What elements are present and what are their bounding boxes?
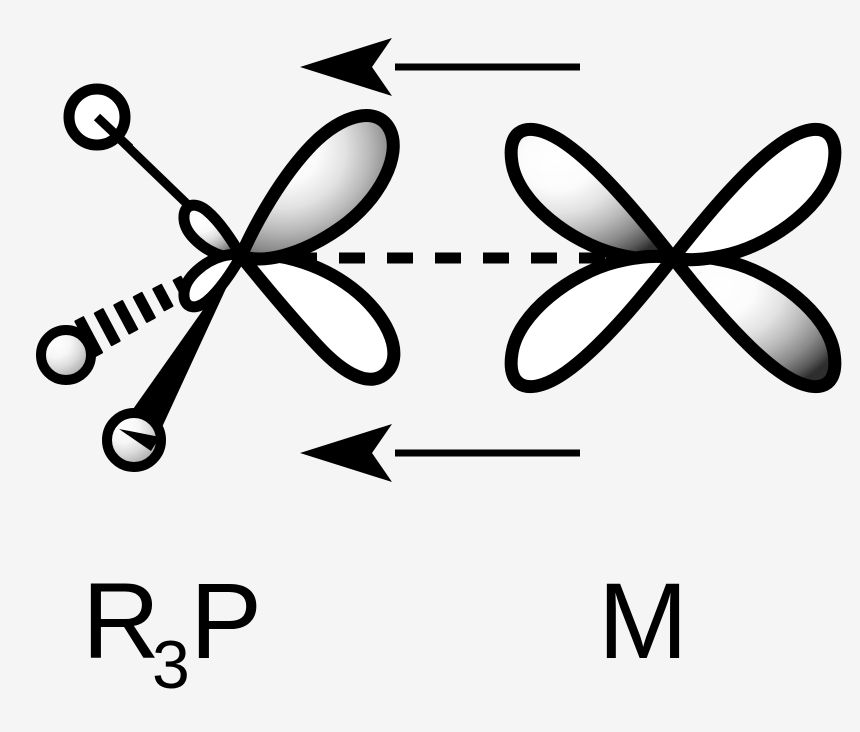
phosphine-lobe-small-white-lower-left <box>178 249 247 313</box>
phosphine-lobe-large-shaded-upper-right <box>234 109 400 266</box>
metal-lobe-upper-left <box>504 123 680 267</box>
label-r3p-r: R <box>82 560 160 681</box>
metal-lobe-upper-right <box>666 123 842 267</box>
arrow-bottom-head <box>300 424 392 482</box>
metal-lobe-lower-left <box>504 249 680 393</box>
arrow-bottom <box>300 424 580 482</box>
label-metal: M <box>598 560 688 681</box>
bond-stub-r-top <box>93 113 134 152</box>
label-r3p-subscript: 3 <box>152 627 190 703</box>
arrow-top-head <box>300 38 392 96</box>
substituent-circle-r-bottom <box>102 408 166 472</box>
label-r3p-p: P <box>190 560 262 681</box>
bond-stub-r-left <box>74 316 104 358</box>
phosphine-lobe-large-white-lower-right <box>234 247 401 386</box>
label-r3p: R 3 P <box>82 560 262 703</box>
arrow-top <box>300 38 580 96</box>
metal-lobe-lower-right <box>666 249 842 393</box>
substituent-circle-r-left <box>36 325 96 385</box>
metal-d-orbital <box>504 123 842 393</box>
bond-stub-r-bottom <box>119 429 160 451</box>
phosphine-sigma-star-orbital <box>178 109 401 386</box>
